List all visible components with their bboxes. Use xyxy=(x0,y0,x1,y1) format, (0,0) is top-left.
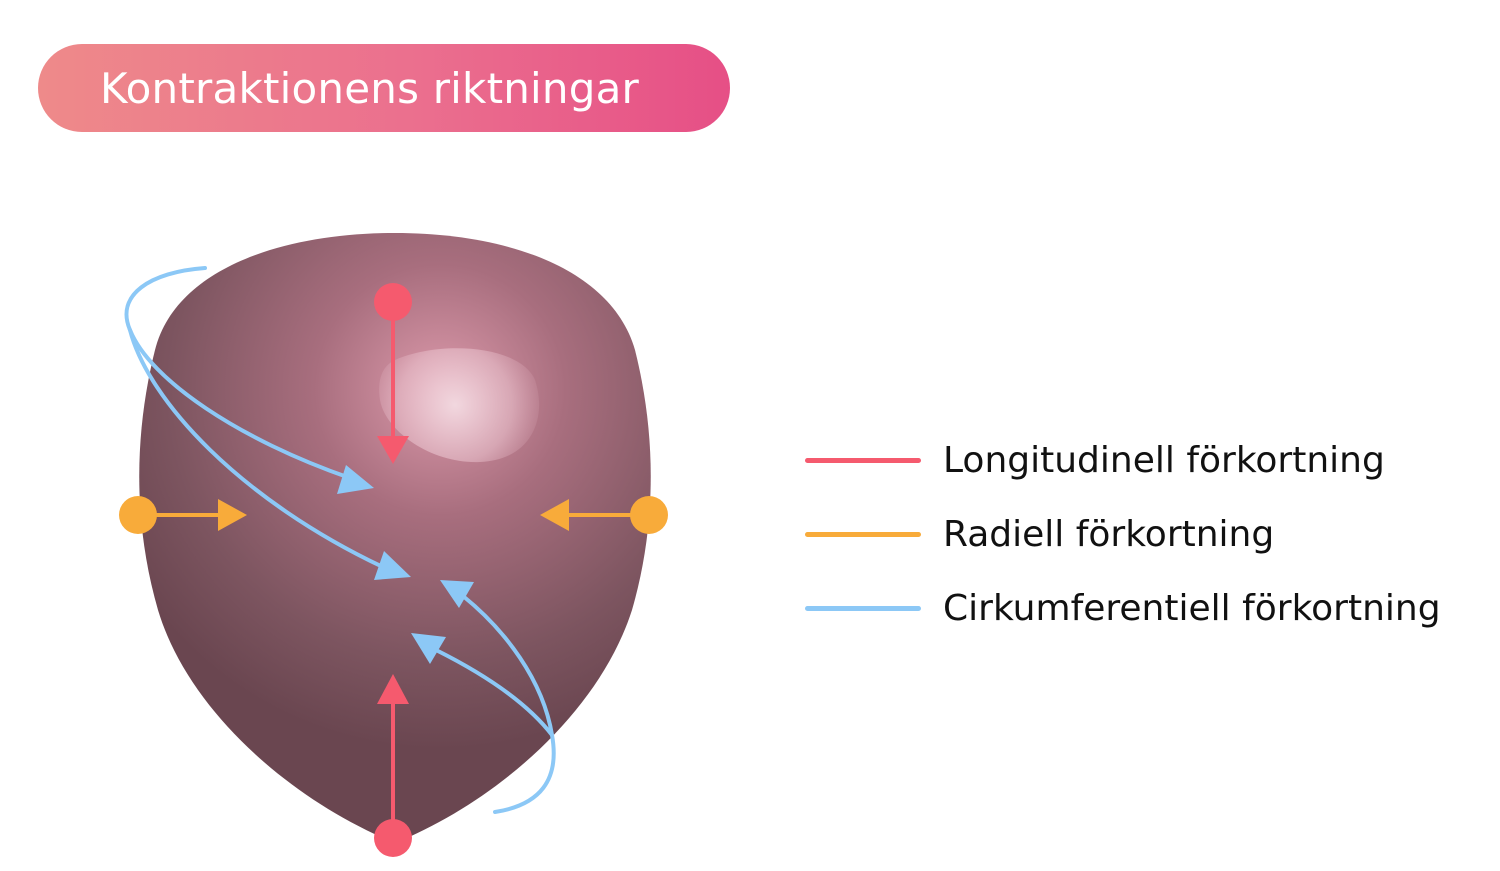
longitudinal-arrows xyxy=(374,283,412,857)
legend-item-circumferential: Cirkumferentiell förkortning xyxy=(805,587,1485,629)
legend: Longitudinell förkortning Radiell förkor… xyxy=(805,440,1485,662)
circumferential-curve-upper-2 xyxy=(128,328,387,570)
circumferential-arrows xyxy=(124,266,556,814)
circumferential-arrowhead-4 xyxy=(411,633,446,664)
legend-label-radial: Radiell förkortning xyxy=(943,513,1275,555)
circumferential-curve-upper-1 xyxy=(124,266,352,480)
legend-item-radial: Radiell förkortning xyxy=(805,513,1485,555)
longitudinal-dot-top xyxy=(374,283,412,321)
legend-swatch-longitudinal xyxy=(805,457,921,463)
radial-dot-left xyxy=(119,496,157,534)
radial-dot-right xyxy=(630,496,668,534)
legend-swatch-circumferential xyxy=(805,605,921,611)
legend-item-longitudinal: Longitudinell förkortning xyxy=(805,439,1485,481)
title-banner: Kontraktionens riktningar xyxy=(38,44,730,132)
longitudinal-arrowhead-top xyxy=(377,436,409,464)
circumferential-curve-lower-2 xyxy=(434,648,554,737)
radial-arrowhead-right xyxy=(540,499,569,531)
circumferential-arrowhead-1 xyxy=(337,465,374,494)
legend-label-circumferential: Cirkumferentiell förkortning xyxy=(943,587,1441,629)
longitudinal-arrowhead-bottom xyxy=(377,674,409,704)
radial-arrows xyxy=(119,496,668,534)
circumferential-arrowhead-3 xyxy=(440,580,474,608)
legend-label-longitudinal: Longitudinell förkortning xyxy=(943,439,1385,481)
circumferential-arrowheads xyxy=(337,465,474,664)
longitudinal-dot-bottom xyxy=(374,819,412,857)
legend-swatch-radial xyxy=(805,531,921,537)
circumferential-arrowhead-2 xyxy=(374,551,411,580)
diagram-title: Kontraktionens riktningar xyxy=(100,63,640,113)
heart-highlight xyxy=(379,348,540,463)
radial-arrowhead-left xyxy=(218,499,247,531)
